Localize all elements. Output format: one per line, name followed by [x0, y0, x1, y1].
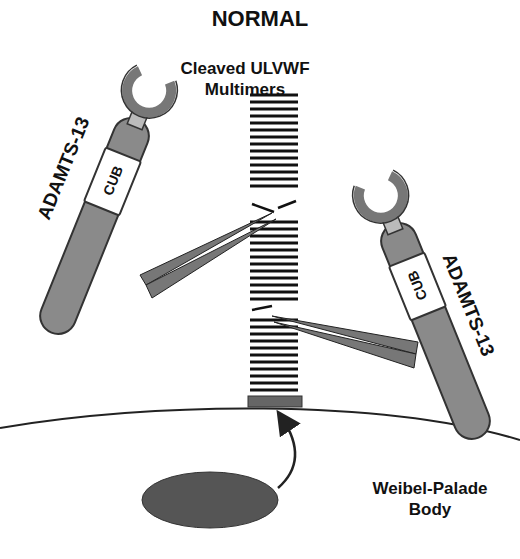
multimer-unit	[250, 389, 298, 392]
multimer-unit	[250, 319, 298, 322]
multimer-unit	[250, 185, 298, 188]
cell-membrane	[0, 408, 520, 440]
multimer-unit	[250, 228, 298, 231]
multimer-label: Cleaved ULVWF Multimers	[170, 58, 320, 101]
multimer-unit	[250, 298, 298, 301]
diagram-title: NORMAL	[0, 6, 520, 32]
multimer-unit	[250, 333, 298, 336]
multimer-unit	[250, 150, 298, 153]
multimer-unit	[250, 136, 298, 139]
adamts13-molecule: ADAMTS-13CUB	[343, 159, 507, 450]
tweezer-arm	[272, 316, 418, 354]
multimer-unit	[250, 382, 298, 385]
multimer-unit	[250, 157, 298, 160]
multimer-unit	[250, 122, 298, 125]
multimer-unit	[250, 171, 298, 174]
multimer-unit	[250, 178, 298, 181]
adamts13-molecule: ADAMTS-13CUB	[23, 54, 187, 345]
multimer-unit	[250, 375, 298, 378]
weibel-palade-body	[142, 472, 278, 528]
multimer-unit	[250, 361, 298, 364]
multimer-unit	[250, 249, 298, 252]
secretion-arrow	[278, 418, 295, 488]
multimer-unit	[250, 263, 298, 266]
molecule-rod	[35, 113, 155, 340]
multimer-unit	[250, 129, 298, 132]
tweezer-arm	[140, 213, 272, 285]
multimer-unit	[250, 101, 298, 104]
multimer-unit	[250, 164, 298, 167]
multimer-unit	[250, 143, 298, 146]
multimer-unit	[250, 326, 298, 329]
multimer-unit	[250, 291, 298, 294]
cleavage-break	[278, 201, 296, 208]
vwf-multimer	[250, 95, 298, 390]
multimer-unit	[250, 235, 298, 238]
multimer-unit	[250, 221, 298, 224]
multimer-unit	[250, 340, 298, 343]
multimer-unit	[250, 284, 298, 287]
domain-label: CUB	[95, 152, 131, 210]
multimer-unit	[250, 115, 298, 118]
cleavage-break	[252, 204, 274, 212]
multimer-unit	[250, 354, 298, 357]
multimer-unit	[250, 256, 298, 259]
clamp-claw-outline	[348, 167, 417, 231]
multimer-unit	[250, 277, 298, 280]
multimer-unit	[250, 347, 298, 350]
organelle-label: Weibel-Palade Body	[365, 478, 495, 521]
membrane-anchor	[248, 396, 302, 407]
multimer-unit	[250, 242, 298, 245]
tweezer-arm	[146, 219, 276, 298]
multimer-unit	[250, 108, 298, 111]
domain-label: CUB	[399, 257, 435, 315]
multimer-unit	[250, 270, 298, 273]
cleavage-break	[252, 306, 272, 310]
multimer-unit	[250, 368, 298, 371]
clamp-claw-outline	[113, 62, 182, 126]
tweezer-arm	[274, 322, 416, 368]
